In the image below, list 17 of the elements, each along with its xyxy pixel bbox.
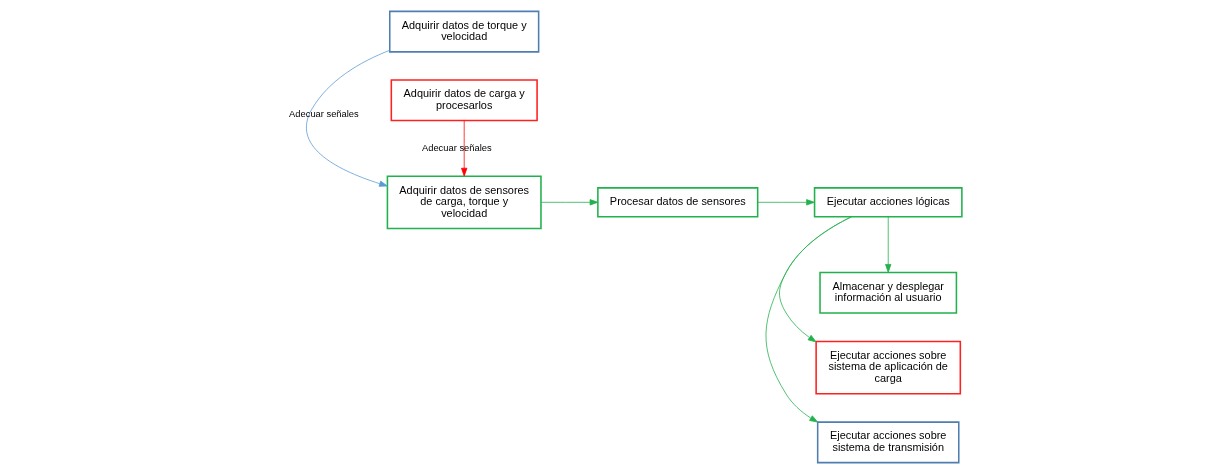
edge-label: Adecuar señales: [288, 108, 359, 119]
edge-label: Adecuar señales: [421, 142, 492, 153]
node-box: Procesar datos de sensores: [596, 187, 758, 218]
arrow: [460, 120, 467, 177]
node-box: Ejecutar acciones sobre sistema de transmisión: [816, 421, 960, 464]
node-box: Almacenar y desplegar información al usuario: [818, 271, 957, 314]
node-box: Adquirir datos de sensores de carga, torque y velocidad: [386, 175, 542, 230]
node-box: Adquirir datos de carga y procesarlos: [390, 79, 538, 122]
arrow: [765, 216, 852, 423]
arrow: [305, 49, 390, 187]
arrow: [756, 199, 815, 206]
arrow: [778, 216, 852, 343]
node-box: Adquirir datos de torque y velocidad: [388, 10, 539, 53]
node-box: Ejecutar acciones lógicas: [813, 187, 963, 218]
node-box: Ejecutar acciones sobre sistema de aplicación de carga: [814, 340, 961, 395]
arrow: [884, 216, 891, 273]
arrow: [540, 199, 598, 206]
